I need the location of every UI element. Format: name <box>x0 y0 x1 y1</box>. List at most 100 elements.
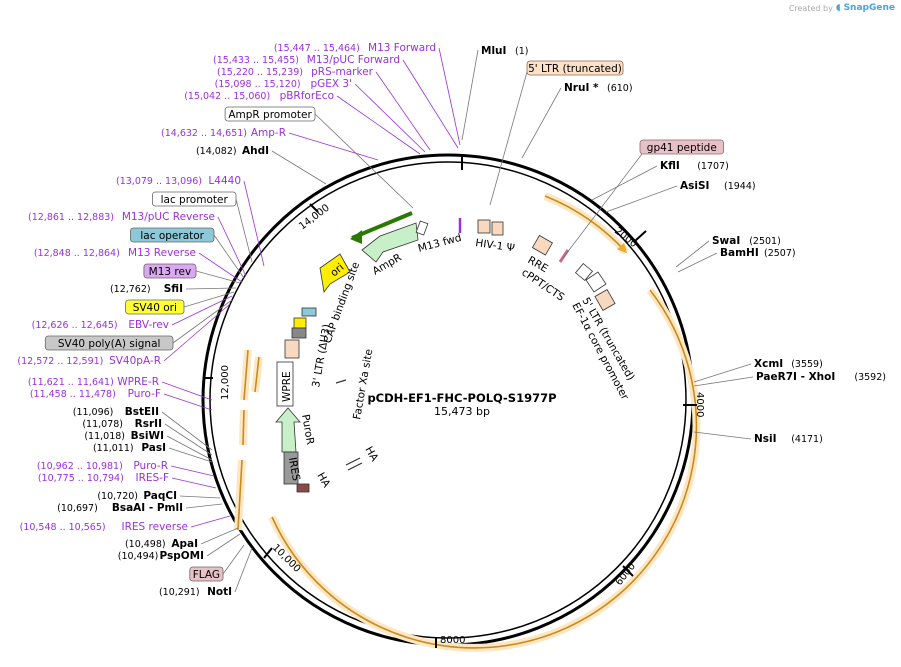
m13-primer-arrowhead <box>350 230 362 244</box>
left-label-puro-r: Puro-R(10,962 .. 10,981) <box>37 460 215 477</box>
inner-hiv: HIV-1 Ψ <box>475 237 516 254</box>
primer-coord: (12,861 .. 12,883) <box>28 212 114 223</box>
wpre-feature <box>276 361 294 407</box>
enzyme-name: RsrII <box>135 418 162 430</box>
primer-name: WPRE-R <box>117 376 159 388</box>
leader-line <box>562 153 643 259</box>
backbone-inner <box>209 161 687 639</box>
left-label-bsiwi: BsiWI(11,018) <box>84 430 213 461</box>
cppt-feature <box>574 262 594 282</box>
leader-line <box>198 252 243 283</box>
ltr3-feature <box>284 339 300 359</box>
top-label-nrui: NruI *(610) <box>521 82 633 159</box>
leader-line <box>183 291 235 308</box>
primer-name: M13 Forward <box>368 42 436 54</box>
primer-name: Puro-R <box>133 460 168 472</box>
puror-feature <box>275 407 301 453</box>
enzyme-coord: (12,762) <box>110 284 151 295</box>
enzyme-name: XcmI <box>754 358 783 370</box>
inner-ha2: HA <box>362 445 380 465</box>
factorxa-mark <box>335 379 347 384</box>
enzyme-coord: (1707) <box>697 161 729 172</box>
gp41-marker <box>558 249 570 263</box>
left-label-wpre-r: WPRE-R(11,621 .. 11,641) <box>28 376 213 401</box>
tick-label-8000: 8000 <box>440 635 465 646</box>
primer-name: M13/pUC Reverse <box>122 211 215 223</box>
enzyme-name: BsiWI <box>131 430 164 442</box>
primer-name: IRES reverse <box>122 521 189 533</box>
left-label-sfii: SfiI(12,762) <box>110 283 237 295</box>
enzyme-name: NruI * <box>564 82 599 94</box>
primer-name: pGEX 3' <box>310 78 352 90</box>
ori-feature <box>319 253 351 293</box>
tick-label-14000: 14,000 <box>297 203 332 233</box>
right-label-gp41-peptide: gp41 peptide <box>562 139 724 259</box>
primer-name: L4440 <box>208 175 241 187</box>
orf-arc-left2-line <box>243 349 249 401</box>
leader-line <box>271 150 327 185</box>
left-label-noti: NotI(10,291) <box>159 547 253 598</box>
orf-arcs <box>234 192 701 652</box>
leader-line <box>171 477 217 489</box>
orf-arc-left4-line <box>237 459 243 531</box>
feature-box <box>526 60 624 76</box>
leader-line <box>161 381 213 401</box>
right-label-swai: SwaI(2501) <box>675 235 781 268</box>
primer-name: M13 Reverse <box>128 247 196 259</box>
ires-feature <box>283 451 299 485</box>
leader-line <box>402 59 459 149</box>
primer-coord: (14,632 .. 14,651) <box>161 128 247 139</box>
external-labels: M13 Forward(15,447 .. 15,464)M13/pUC For… <box>17 42 886 598</box>
lac-feature <box>301 307 317 317</box>
primer-coord: (10,548 .. 10,565) <box>20 522 106 533</box>
leader-line <box>605 185 678 213</box>
enzyme-name: BsaAI - PmlI <box>112 502 183 514</box>
enzyme-name: NsiI <box>754 433 777 445</box>
leader-line <box>195 270 241 284</box>
leader-line <box>185 287 237 290</box>
right-label-kfli: KflI(1707) <box>591 160 729 201</box>
leader-line <box>235 198 253 263</box>
leader-line <box>163 393 213 411</box>
ltr5-feature <box>594 289 616 311</box>
ha-mark <box>345 457 361 466</box>
feature-name: AmpR promoter <box>228 109 312 121</box>
leader-line <box>161 411 213 451</box>
left-label-m13-puc-forward: M13/pUC Forward(15,433 .. 15,455) <box>213 54 459 149</box>
ampr-feature <box>361 222 419 263</box>
primer-name: Puro-F <box>128 388 161 400</box>
left-label-ahdi: AhdI(14,082) <box>196 145 327 185</box>
primer-coord: (15,098 .. 15,120) <box>215 79 301 90</box>
left-label-rsrii: RsrII(11,078) <box>82 418 213 456</box>
snapgene-logo-icon: ◖ <box>835 3 841 13</box>
primer-coord: (11,458 .. 11,478) <box>30 389 116 400</box>
primer-coord: (12,626 .. 12,645) <box>32 320 118 331</box>
leader-line <box>693 431 752 440</box>
leader-line <box>164 423 213 456</box>
enzyme-coord: (4171) <box>791 434 823 445</box>
left-label-ebv-rev: EBV-rev(12,626 .. 12,645) <box>32 295 233 331</box>
left-label-lac-promoter: lac promoter <box>151 191 253 263</box>
orf-arc-gp41-line <box>544 195 628 254</box>
leader-line <box>166 435 213 461</box>
features <box>275 211 616 493</box>
inner-factorxa: Factor Xa site <box>351 348 375 420</box>
ampr-promoter-feature <box>415 220 429 236</box>
enzyme-name: MluI <box>481 45 506 57</box>
left-label-bsaai-pmli: BsaAI - PmlI(10,697) <box>57 502 223 514</box>
left-label-lac-operator: lac operator <box>129 227 245 279</box>
leader-line <box>375 71 431 151</box>
enzyme-name: PasI <box>141 442 166 454</box>
inner-wpre: WPRE <box>281 371 293 402</box>
sv40-pa-feature <box>291 327 307 339</box>
leader-line <box>234 547 253 593</box>
left-label-pbrforeco: pBRforEco(15,042 .. 15,060) <box>184 90 421 155</box>
enzyme-name: PspOMI <box>159 550 204 562</box>
feature-name: FLAG <box>193 569 220 581</box>
leader-line <box>172 299 233 344</box>
leader-line <box>591 165 658 201</box>
enzyme-name: PaeR7I - XhoI <box>756 371 835 383</box>
ef1a-feature <box>585 271 607 293</box>
left-label-sv40-poly-a-signal: SV40 poly(A) signal <box>44 299 233 351</box>
